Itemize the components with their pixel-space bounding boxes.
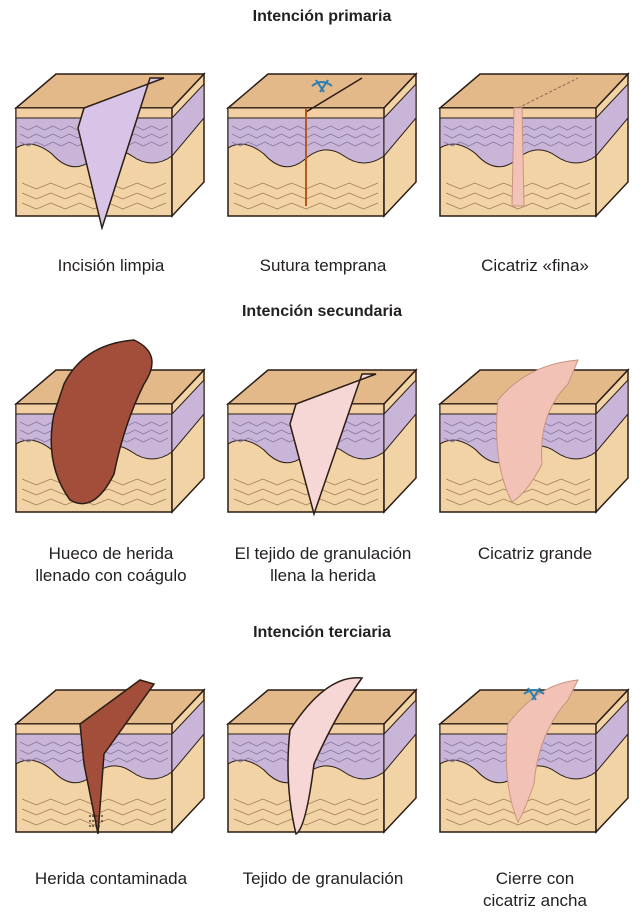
subcutaneous-texture-line [233, 488, 379, 496]
block-side-dermis [171, 378, 205, 454]
block-side-dermis [595, 698, 629, 774]
contaminant-dot [95, 825, 97, 827]
contaminated-wound [79, 679, 156, 835]
contaminant-dot [101, 815, 103, 817]
panel-granulation-tissue [216, 646, 430, 846]
subcutaneous-texture-line [21, 498, 167, 506]
skin-block-wide-scar-illustration [437, 679, 630, 834]
contaminant-dot [98, 820, 100, 822]
skin-block-incision-illustration [13, 72, 206, 230]
block-side-dermis [383, 378, 417, 454]
sutured-wound-line [305, 77, 363, 113]
caption-early-suture: Sutura temprana [259, 256, 387, 275]
skin-block-large-scar-illustration [437, 359, 630, 514]
panel-fine-scar [428, 30, 642, 230]
subcutaneous-texture-line [233, 498, 379, 506]
block-side-dermis [383, 82, 417, 158]
skin-block-fine-scar-illustration [437, 72, 630, 218]
skin-block-contaminated-illustration [13, 679, 206, 835]
blood-clot [50, 339, 153, 505]
block-side-dermis [171, 82, 205, 158]
large-scar-tissue [496, 359, 579, 503]
section-title-secondary: Intención secundaria [241, 303, 403, 320]
contaminant-dot [92, 825, 94, 827]
subcutaneous-texture-line [233, 818, 379, 826]
subcutaneous-texture-line [233, 808, 379, 816]
panel-contaminated [4, 646, 218, 846]
contaminant-dot [98, 825, 100, 827]
caption-contaminated: Herida contaminada [34, 869, 188, 888]
contaminant-dot [101, 820, 103, 822]
contaminant-dot [89, 815, 91, 817]
skin-block-granulation-tissue-illustration [225, 677, 418, 836]
caption-granulation-tissue: Tejido de granulación [242, 869, 404, 888]
suture-stitch [311, 79, 333, 93]
block-side-dermis [595, 378, 629, 454]
subcutaneous-texture-line [21, 192, 167, 200]
subcutaneous-texture-line [445, 818, 591, 826]
section-title-tertiary: Intención terciaria [253, 624, 391, 641]
contaminant-dot [95, 820, 97, 822]
block-side-dermis [171, 698, 205, 774]
subcutaneous-texture-line [233, 202, 379, 210]
subcutaneous-texture-line [21, 818, 167, 826]
incision-wound [77, 77, 165, 230]
contaminant-dot [89, 825, 91, 827]
panel-granulation-fill [216, 326, 430, 526]
skin-block-granulation-fill-illustration [225, 368, 418, 517]
panel-large-scar [428, 326, 642, 526]
contaminant-dot [92, 815, 94, 817]
suture-stitch [523, 687, 545, 701]
wide-scar-tissue [505, 679, 579, 824]
granulation-tissue [289, 373, 377, 517]
block-side-dermis [595, 82, 629, 158]
contaminant-dot [89, 820, 91, 822]
fine-scar-line [517, 77, 579, 109]
panel-early-suture [216, 30, 430, 230]
panel-wide-scar-closure [428, 646, 642, 846]
caption-large-scar: Cicatriz grande [477, 544, 593, 563]
skin-block-clot-illustration [13, 339, 206, 514]
panel-clot [4, 326, 218, 526]
contaminant-dot [92, 820, 94, 822]
contaminant-dot [95, 815, 97, 817]
subcutaneous-texture-line [21, 202, 167, 210]
caption-clean-incision: Incisión limpia [57, 256, 165, 275]
block-side-dermis [383, 698, 417, 774]
caption-fine-scar: Cicatriz «fina» [481, 256, 589, 275]
fine-scar-tissue [511, 107, 525, 207]
section-title-primary: Intención primaria [252, 8, 392, 25]
subcutaneous-texture-line [445, 202, 591, 210]
panel-clean-incision [4, 30, 218, 230]
granulation-tissue [287, 677, 364, 836]
contaminant-dot [98, 815, 100, 817]
subcutaneous-texture-line [445, 498, 591, 506]
skin-block-suture-illustration [225, 72, 418, 218]
